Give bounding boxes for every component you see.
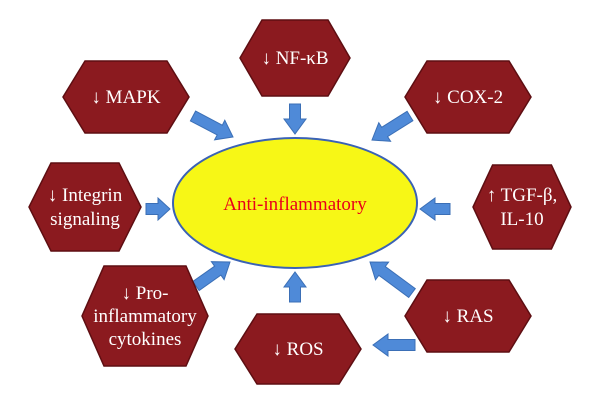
arrow-cox2 <box>371 110 414 142</box>
arrow-ras <box>369 261 417 299</box>
node-label-tgfb: ↑ TGF-β, <box>487 185 558 206</box>
node-nfkb: ↓ NF-κB <box>239 19 351 97</box>
node-label-nfkb: ↓ NF-κB <box>261 48 328 69</box>
node-ros: ↓ ROS <box>234 313 362 385</box>
node-cox2: ↓ COX-2 <box>404 60 532 134</box>
center-ellipse <box>172 137 418 269</box>
arrow-integrin <box>145 196 171 222</box>
center-label: Anti-inflammatory <box>223 194 367 215</box>
node-label-ros: ↓ ROS <box>272 339 323 360</box>
arrow-mapk <box>189 110 234 141</box>
node-label-cox2: ↓ COX-2 <box>433 87 503 108</box>
arrow-tgfb <box>419 197 451 221</box>
node-mapk: ↓ MAPK <box>62 60 190 134</box>
center-group: Anti-inflammatory <box>172 137 418 269</box>
node-label-ras: ↓ RAS <box>442 306 493 327</box>
node-label-mapk: ↓ MAPK <box>91 87 160 108</box>
arrow-ras-ros <box>372 333 416 357</box>
node-shape-cytokines <box>81 265 209 367</box>
node-label-integrin: signaling <box>50 209 120 230</box>
node-shape-ros <box>234 313 362 385</box>
node-label-integrin: ↓ Integrin <box>48 185 123 206</box>
node-shape-mapk <box>62 60 190 134</box>
arrow-cytokines <box>192 261 231 292</box>
node-label-tgfb: IL-10 <box>500 209 543 230</box>
node-shape-cox2 <box>404 60 532 134</box>
node-integrin: ↓ Integrin signaling <box>28 162 142 252</box>
node-ras: ↓ RAS <box>404 279 532 353</box>
node-shape-tgfb <box>472 164 572 250</box>
node-tgfb: ↑ TGF-β, IL-10 <box>472 164 572 250</box>
arrows-group <box>145 103 451 357</box>
node-shape-nfkb <box>239 19 351 97</box>
node-label-cytokines: cytokines <box>109 329 182 350</box>
node-shape-ras <box>404 279 532 353</box>
node-shape-integrin <box>28 162 142 252</box>
nodes-group: ↓ NF-κB ↓ MAPK ↓ COX-2 ↓ Integrin signaling ↑… <box>28 19 572 385</box>
arrow-nfkb <box>283 103 307 135</box>
node-label-cytokines: ↓ Pro- <box>122 283 169 304</box>
node-label-cytokines: inflammatory <box>93 306 197 327</box>
arrow-ros <box>283 271 307 303</box>
